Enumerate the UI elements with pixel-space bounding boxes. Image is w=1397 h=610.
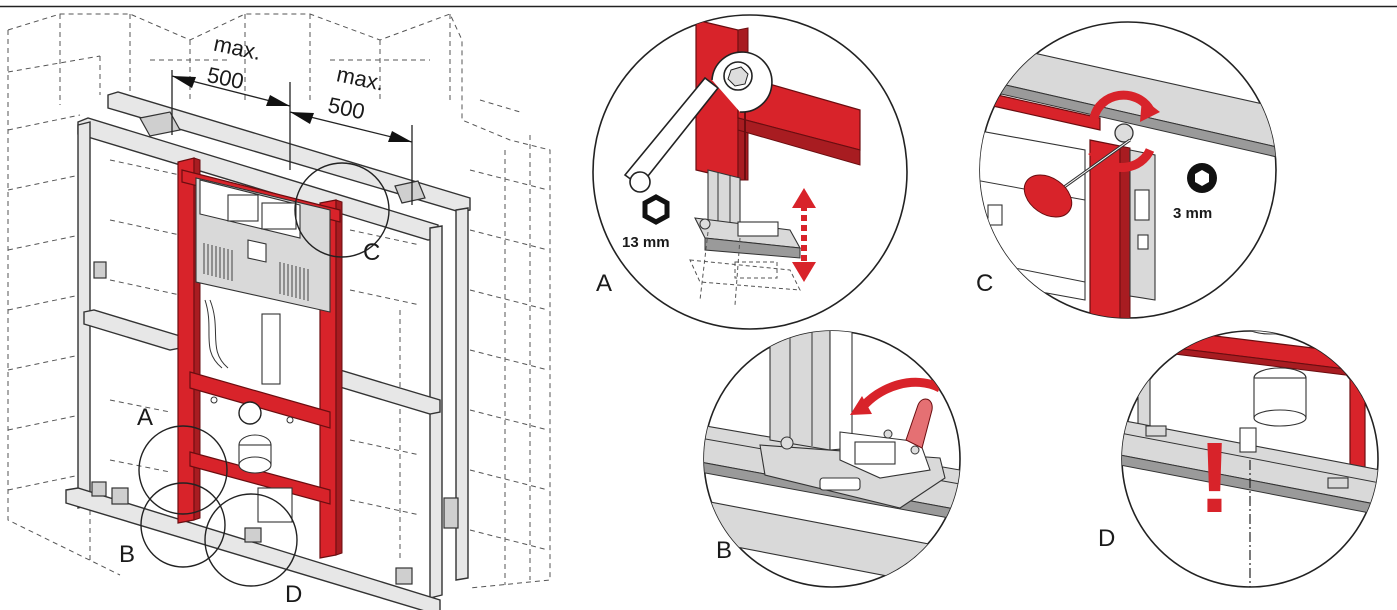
brick-wall: [7, 13, 551, 589]
dim-left-prefix: max.: [212, 31, 264, 65]
detail-b-label: B: [716, 537, 732, 564]
overview-callouts: A B C D: [119, 162, 390, 608]
warning-exclamation: !: [1198, 422, 1231, 534]
detail-a-tool-size: 13 mm: [622, 234, 670, 251]
callout-circle-c: [294, 162, 390, 258]
overview-label-d: D: [285, 581, 302, 608]
detail-a: 13 mm A: [592, 14, 908, 330]
detail-d: ! D: [1098, 330, 1379, 588]
detail-c: 3 mm C: [976, 21, 1277, 319]
outer-frame: [65, 121, 469, 610]
detail-d-label: D: [1098, 525, 1115, 552]
dim-left-value: 500: [205, 62, 246, 94]
detail-a-label: A: [596, 270, 612, 297]
cistern: [195, 177, 331, 523]
overview-label-a: A: [137, 404, 153, 431]
callout-circle-a: [138, 425, 228, 515]
detail-b: B: [703, 330, 961, 588]
overview-illustration: max. 500 max. 500 A B C D: [7, 13, 551, 610]
overview-label-c: C: [363, 239, 380, 266]
dimension-marks: max. 500 max. 500: [171, 31, 413, 205]
detail-c-tool-size: 3 mm: [1173, 205, 1212, 222]
dim-right-value: 500: [326, 92, 367, 124]
dim-right-prefix: max.: [334, 61, 386, 95]
detail-c-label: C: [976, 270, 993, 297]
overview-label-b: B: [119, 541, 135, 568]
detail-circle-a: [592, 14, 908, 330]
callout-circle-d: [204, 493, 298, 587]
callout-circle-b: [140, 482, 226, 568]
